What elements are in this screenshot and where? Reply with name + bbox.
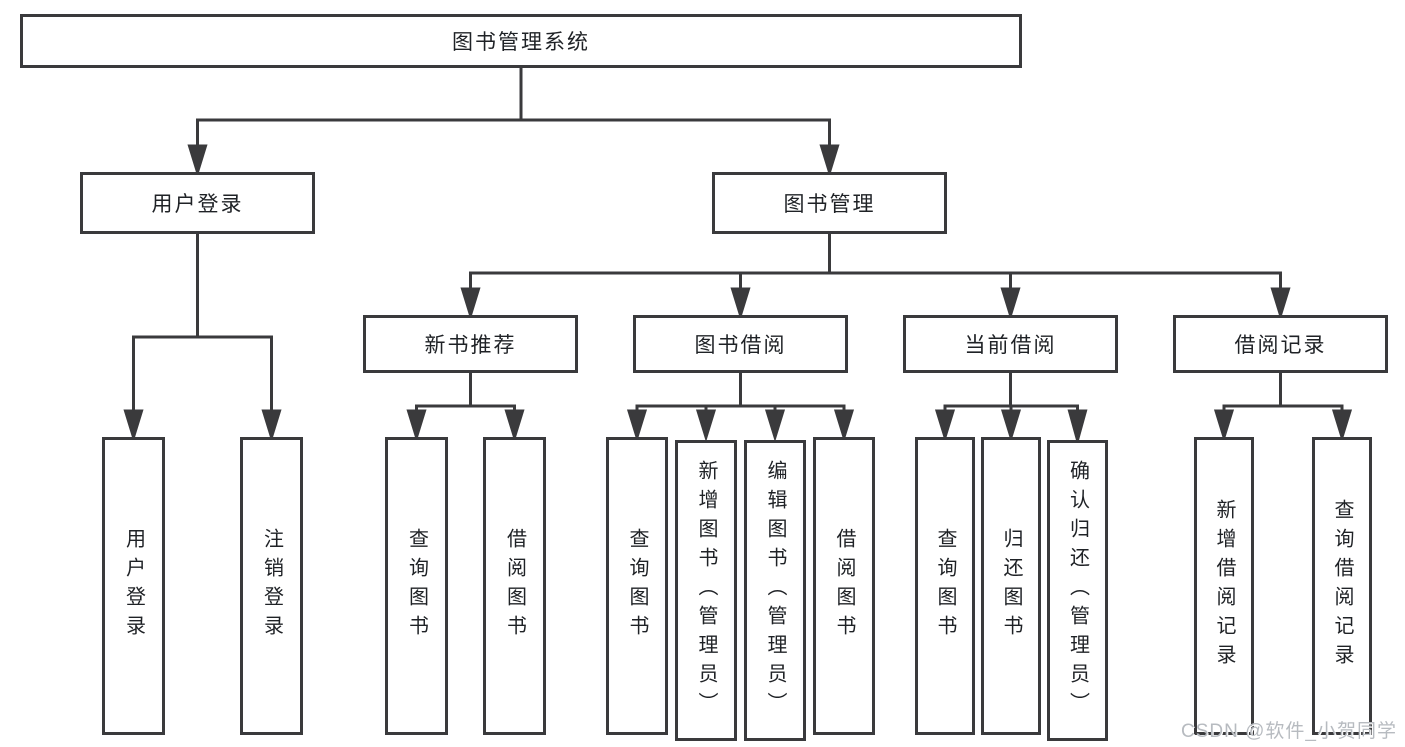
node-book-management: 图书管理 [712, 172, 947, 234]
leaf-confirm-return-admin: 确认归还（管理员） [1047, 440, 1108, 741]
leaf-edit-books-admin: 编辑图书（管理员） [744, 440, 806, 741]
node-borrow-records: 借阅记录 [1173, 315, 1388, 373]
node-current-borrow: 当前借阅 [903, 315, 1118, 373]
leaf-user-login: 用户登录 [102, 437, 165, 735]
node-new-book-recommend: 新书推荐 [363, 315, 578, 373]
node-book-borrow: 图书借阅 [633, 315, 848, 373]
node-library-management-system: 图书管理系统 [20, 14, 1022, 68]
leaf-borrow-books: 借阅图书 [813, 437, 875, 735]
node-user-login: 用户登录 [80, 172, 315, 234]
leaf-add-books-admin: 新增图书（管理员） [675, 440, 737, 741]
leaf-borrow-books-recommend: 借阅图书 [483, 437, 546, 735]
leaf-query-books-borrow: 查询图书 [606, 437, 668, 735]
leaf-logout: 注销登录 [240, 437, 303, 735]
leaf-query-borrow-record: 查询借阅记录 [1312, 437, 1372, 735]
leaf-return-books: 归还图书 [981, 437, 1041, 735]
leaf-query-books-recommend: 查询图书 [385, 437, 448, 735]
csdn-watermark: CSDN @软件_小贺同学 [1181, 721, 1397, 742]
leaf-add-borrow-record: 新增借阅记录 [1194, 437, 1254, 735]
leaf-query-books-current: 查询图书 [915, 437, 975, 735]
